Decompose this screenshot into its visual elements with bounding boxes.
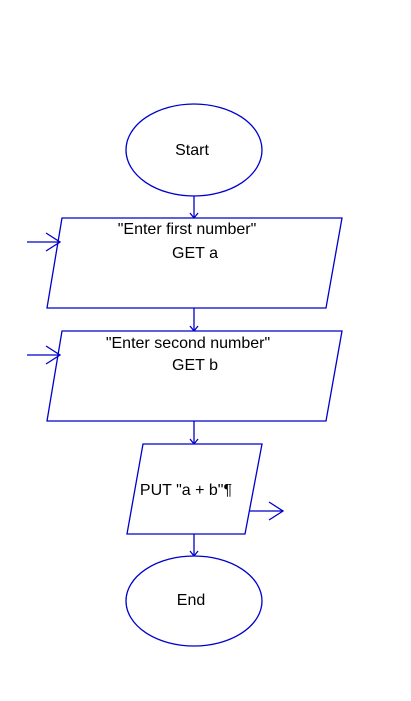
connector-input-a-to-input-b <box>189 308 199 333</box>
input-b-get: GET b <box>172 357 218 374</box>
input-a-parallelogram <box>46 217 343 309</box>
input-b-node[interactable]: "Enter second number" GET b <box>46 330 343 422</box>
input-b-parallelogram <box>46 330 343 422</box>
input-arrow-b <box>27 345 62 365</box>
start-node[interactable]: Start <box>125 103 263 197</box>
end-node[interactable]: End <box>125 555 263 647</box>
connector-input-b-to-output <box>189 421 199 446</box>
input-a-get: GET a <box>172 245 218 262</box>
output-parallelogram <box>126 443 263 535</box>
connector-start-to-input-a <box>189 196 199 220</box>
output-label: PUT "a + b"¶ <box>140 482 232 499</box>
input-a-prompt: "Enter first number" <box>118 221 257 238</box>
connector-output-to-end <box>189 534 199 558</box>
input-b-prompt: "Enter second number" <box>106 335 270 352</box>
input-arrow-a <box>27 232 62 252</box>
start-label: Start <box>175 142 209 159</box>
input-a-node[interactable]: "Enter first number" GET a <box>46 217 343 309</box>
end-label: End <box>177 592 205 609</box>
end-ellipse <box>125 555 263 647</box>
output-arrow <box>250 501 285 521</box>
output-node[interactable]: PUT "a + b"¶ <box>126 443 263 535</box>
